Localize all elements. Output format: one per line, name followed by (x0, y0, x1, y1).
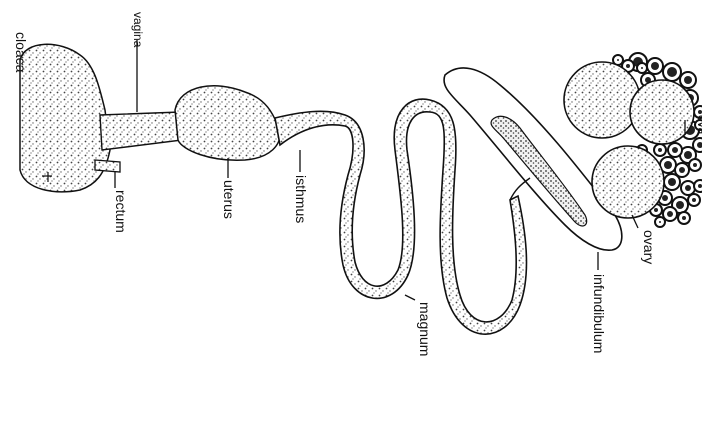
small-ovum-core (672, 147, 678, 153)
vagina-shape (100, 112, 182, 150)
rectum-shape (95, 160, 120, 172)
small-ovum-core (659, 221, 661, 223)
small-ovum-core (662, 195, 668, 201)
leader-magnum (405, 295, 415, 300)
small-ovum-core (641, 67, 643, 69)
small-ovum-core (667, 67, 677, 77)
label-ovary: ovary (642, 230, 656, 264)
label-rectum: rectum (114, 190, 128, 233)
small-ovum-core (679, 167, 685, 173)
small-ovum-core (698, 184, 702, 188)
small-ovum-core (698, 110, 702, 114)
label-vagina: vagina (132, 12, 144, 47)
small-ovum-core (676, 201, 684, 209)
small-ovum-core (684, 151, 692, 159)
small-ovum-core (651, 62, 659, 70)
large-ovum (564, 62, 640, 138)
small-ovum-core (617, 59, 619, 61)
label-ova: ova (696, 115, 702, 134)
small-ovum-core (692, 198, 696, 202)
large-ovum (592, 146, 664, 218)
small-ovum-core (684, 76, 692, 84)
label-magnum: magnum (418, 302, 432, 356)
small-ovum-core (685, 185, 691, 191)
uterus-shape (175, 86, 280, 160)
small-ovum-core (626, 64, 630, 68)
label-uterus: uterus (222, 180, 236, 219)
small-ovum-core (682, 216, 686, 220)
small-ovum-core (667, 211, 673, 217)
label-cloaca: cloaca (14, 32, 28, 72)
small-ovum-core (664, 161, 672, 169)
label-infundibulum: infundibulum (592, 274, 606, 353)
small-ovum-core (654, 208, 658, 212)
small-ovum-core (668, 178, 676, 186)
label-isthmus: isthmus (294, 175, 308, 223)
small-ovum-core (693, 163, 697, 167)
small-ovum-core (658, 148, 662, 152)
